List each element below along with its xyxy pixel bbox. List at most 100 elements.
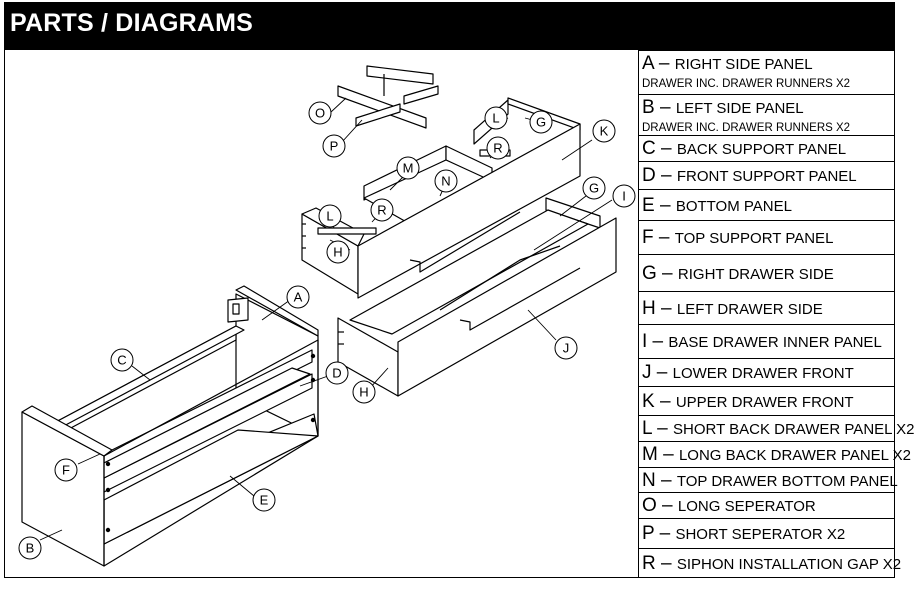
part-label: N – TOP DRAWER BOTTOM PANEL (642, 470, 898, 492)
part-name: LONG SEPERATOR (677, 498, 816, 515)
callout-label: E (260, 493, 269, 508)
part-row-e: E – BOTTOM PANEL (638, 189, 895, 220)
callout-circle (582, 176, 606, 200)
part-label: G – RIGHT DRAWER SIDE (642, 263, 834, 285)
callout-circle (286, 285, 310, 309)
part-letter: H – (642, 297, 677, 319)
callout-circle (325, 361, 349, 385)
part-label: K – UPPER DRAWER FRONT (642, 391, 854, 413)
callout-circle (529, 110, 553, 134)
callout-circle (612, 184, 636, 208)
part-name: BASE DRAWER INNER PANEL (668, 334, 882, 351)
callout-circle (110, 348, 134, 372)
callout-i: I (612, 184, 636, 208)
cabinet (21, 285, 319, 567)
part-row-c: C – BACK SUPPORT PANEL (638, 135, 895, 161)
part-letter: G – (642, 262, 678, 284)
callout-label: L (326, 209, 333, 224)
callout-o: O (308, 101, 332, 125)
part-row-h: H – LEFT DRAWER SIDE (638, 291, 895, 324)
callout-circle (308, 101, 332, 125)
part-letter: C – (642, 138, 677, 159)
part-letter: D – (642, 165, 677, 186)
callout-label: H (359, 385, 368, 400)
callout-label: M (403, 161, 414, 176)
part-name: RIGHT DRAWER SIDE (677, 265, 834, 283)
callout-label: A (294, 290, 303, 305)
callout-label: C (117, 353, 126, 368)
callout-circle (592, 119, 616, 143)
part-name: FRONT SUPPORT PANEL (676, 168, 857, 185)
part-letter: P – (642, 523, 676, 544)
part-letter: E – (642, 194, 676, 216)
part-letter: M – (642, 444, 679, 465)
callout-d: D (325, 361, 349, 385)
part-letter: I – (642, 331, 669, 352)
parts-legend: A – RIGHT SIDE PANEL DRAWER INC. DRAWER R… (638, 50, 914, 578)
part-row-f: F – TOP SUPPORT PANEL (638, 220, 895, 254)
callout-label: D (332, 366, 341, 381)
part-label: D – FRONT SUPPORT PANEL (642, 165, 857, 187)
callout-label: O (315, 106, 325, 121)
callout-h: H (326, 240, 350, 264)
callout-p: P (322, 134, 346, 158)
callout-circle (396, 156, 420, 180)
part-name: SHORT BACK DRAWER PANEL X2 (673, 421, 914, 438)
callout-j: J (554, 336, 578, 360)
part-row-i: I – BASE DRAWER INNER PANEL (638, 324, 895, 358)
callout-circle (18, 536, 42, 560)
callout-label: H (333, 245, 342, 260)
callout-label: K (600, 124, 609, 139)
part-name: BACK SUPPORT PANEL (676, 141, 847, 158)
part-label: L – SHORT BACK DRAWER PANEL X2 (642, 418, 914, 440)
callout-m: M (396, 156, 420, 180)
callout-label: B (26, 541, 35, 556)
part-name: RIGHT SIDE PANEL (674, 56, 813, 73)
part-letter: N – (642, 469, 677, 491)
callout-f: F (54, 458, 78, 482)
callout-circle (318, 204, 342, 228)
callout-label: R (493, 141, 502, 156)
callout-b: B (18, 536, 42, 560)
part-letter: B – (642, 97, 676, 118)
part-row-r: R – SIPHON INSTALLATION GAP X2 (638, 548, 901, 578)
part-label: F – TOP SUPPORT PANEL (642, 227, 833, 249)
part-name: LEFT SIDE PANEL (675, 100, 804, 117)
part-label: E – BOTTOM PANEL (642, 195, 792, 217)
part-note: DRAWER INC. DRAWER RUNNERS X2 (642, 78, 851, 90)
part-label: H – LEFT DRAWER SIDE (642, 298, 823, 320)
part-name: BOTTOM PANEL (675, 197, 792, 215)
part-name: SIPHON INSTALLATION GAP X2 (676, 556, 902, 573)
part-label: R – SIPHON INSTALLATION GAP X2 (642, 553, 901, 575)
callout-label: P (330, 139, 339, 154)
callout-c: C (110, 348, 134, 372)
callout-label: G (536, 115, 546, 130)
part-name: SHORT SEPERATOR X2 (675, 526, 846, 543)
callout-circle (484, 106, 508, 130)
callout-g: G (582, 176, 606, 200)
part-row-n: N – TOP DRAWER BOTTOM PANEL (638, 467, 898, 492)
part-name: LEFT DRAWER SIDE (676, 300, 823, 318)
callout-e: E (252, 488, 276, 512)
callout-label: J (563, 341, 570, 356)
part-row-g: G – RIGHT DRAWER SIDE (638, 254, 895, 291)
callout-label: N (441, 174, 450, 189)
separator-group (337, 65, 439, 129)
callout-circle (352, 380, 376, 404)
lower-drawer (337, 197, 617, 397)
part-row-l: L – SHORT BACK DRAWER PANEL X2 (638, 415, 914, 441)
part-row-j: J – LOWER DRAWER FRONT (638, 358, 895, 386)
part-row-o: O – LONG SEPERATOR (638, 492, 895, 518)
callout-label: I (622, 189, 626, 204)
callout-r: R (370, 198, 394, 222)
part-label: J – LOWER DRAWER FRONT (642, 362, 854, 384)
callout-circle (54, 458, 78, 482)
callout-a: A (286, 285, 310, 309)
part-name: TOP SUPPORT PANEL (674, 230, 834, 247)
part-name: TOP DRAWER BOTTOM PANEL (676, 472, 898, 490)
part-label: A – RIGHT SIDE PANEL (642, 53, 813, 75)
callout-circle (322, 134, 346, 158)
